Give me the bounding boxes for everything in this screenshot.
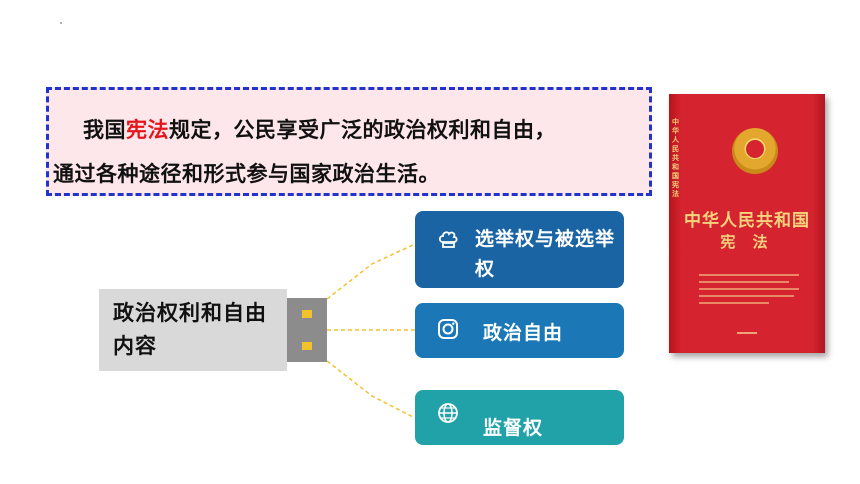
chef-hat-icon bbox=[437, 229, 459, 251]
card-label: 政治自由 bbox=[483, 322, 564, 344]
card-supervision-rights[interactable]: 监督权 bbox=[415, 390, 624, 445]
quote-line-1: 我国宪法规定，公民享受广泛的政治权利和自由， bbox=[83, 114, 556, 144]
quote-box: 我国宪法规定，公民享受广泛的政治权利和自由， 通过各种途径和形式参与国家政治生活… bbox=[46, 87, 652, 196]
connector-line-3 bbox=[326, 360, 416, 419]
connector-square-bottom bbox=[302, 342, 312, 350]
quote-line-2: 通过各种途径和形式参与国家政治生活。 bbox=[53, 162, 440, 186]
card-political-freedom[interactable]: 政治自由 bbox=[415, 303, 624, 358]
book-publisher-mark bbox=[669, 332, 825, 335]
card-label: 监督权 bbox=[483, 417, 544, 439]
national-emblem-icon bbox=[732, 128, 778, 174]
book-subtitle: 宪 法 bbox=[720, 233, 774, 251]
book-text-lines bbox=[699, 274, 799, 309]
quote-text-end: 规定，公民享受广泛的政治权利和自由， bbox=[169, 118, 556, 142]
connector-line-1 bbox=[326, 243, 416, 300]
quote-text-start: 我国 bbox=[83, 118, 126, 142]
connector-block bbox=[287, 298, 327, 362]
book-title: 中华人民共和国 bbox=[684, 211, 810, 231]
constitution-book-image: 中华人民共和国宪法 中华人民共和国 宪 法 bbox=[669, 94, 825, 353]
globe-icon bbox=[437, 402, 459, 424]
card-election-rights[interactable]: 选举权与被选举权 bbox=[415, 211, 624, 288]
instagram-icon bbox=[437, 318, 459, 340]
political-rights-label-box: 政治权利和自由内容 bbox=[99, 289, 287, 371]
card-label: 选举权与被选举权 bbox=[475, 228, 616, 280]
connector-square-top bbox=[302, 310, 312, 318]
book-spine-text: 中华人民共和国宪法 bbox=[672, 118, 679, 198]
stray-dot bbox=[60, 22, 62, 24]
label-text: 政治权利和自由内容 bbox=[113, 301, 267, 358]
quote-highlight-constitution: 宪法 bbox=[126, 118, 169, 142]
